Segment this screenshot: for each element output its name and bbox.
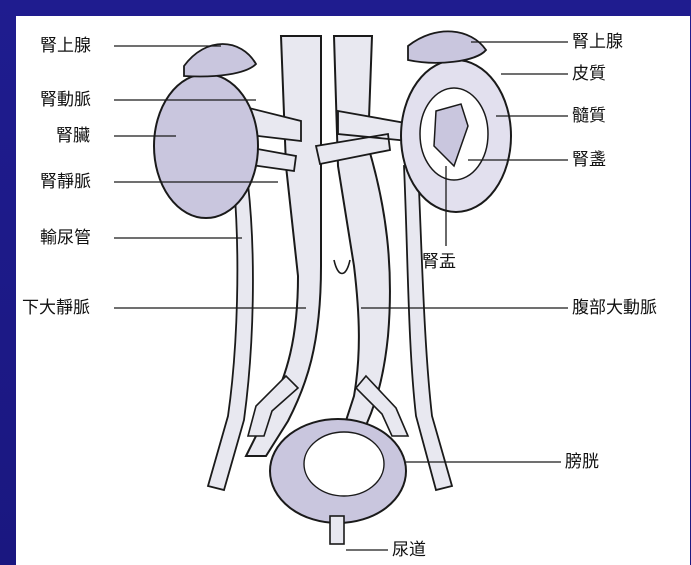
diagram-panel: 腎上腺 腎動脈 腎臟 腎靜脈 輸尿管 下大靜脈 腎上腺 皮質 髓質 腎盞 腎盂 …	[16, 16, 690, 565]
label-aorta: 腹部大動脈	[572, 298, 657, 318]
label-medulla: 髓質	[572, 106, 606, 126]
label-cortex: 皮質	[572, 64, 606, 84]
label-adrenal-left: 腎上腺	[40, 36, 91, 56]
left-ureter	[208, 184, 253, 490]
bladder-interior	[304, 432, 384, 496]
aorta-vessel	[334, 36, 390, 436]
label-calyx: 腎盞	[572, 150, 606, 170]
label-urethra: 尿道	[392, 540, 426, 560]
left-kidney	[154, 74, 258, 218]
right-adrenal	[408, 31, 486, 62]
label-bladder: 膀胱	[565, 452, 599, 472]
label-renal-artery: 腎動脈	[40, 90, 91, 110]
label-adrenal-right: 腎上腺	[572, 32, 623, 52]
left-adrenal	[184, 44, 256, 77]
urinary-system-illustration	[16, 16, 690, 565]
label-ureter: 輸尿管	[40, 228, 91, 248]
right-ureter	[404, 166, 452, 490]
label-kidney: 腎臟	[56, 126, 90, 146]
urethra	[330, 516, 344, 544]
right-renal-vessels	[316, 111, 411, 164]
label-renal-vein: 腎靜脈	[40, 172, 91, 192]
label-pelvis: 腎盂	[422, 252, 456, 272]
label-ivc: 下大靜脈	[22, 298, 90, 318]
vena-junction	[334, 260, 350, 274]
